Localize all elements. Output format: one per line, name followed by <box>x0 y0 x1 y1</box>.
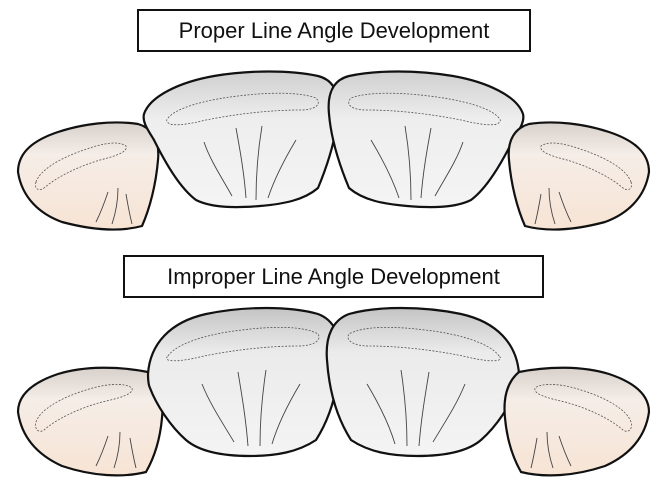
tooth-central-left <box>148 308 340 456</box>
proper-title: Proper Line Angle Development <box>179 20 490 42</box>
tooth-lateral-right <box>505 368 649 476</box>
tooth-lateral-right <box>509 122 649 229</box>
proper-title-box: Proper Line Angle Development <box>137 9 531 52</box>
tooth-central-right <box>329 72 524 208</box>
improper-title-box: Improper Line Angle Development <box>123 255 544 298</box>
tooth-central-right <box>327 308 519 456</box>
improper-title: Improper Line Angle Development <box>167 266 500 288</box>
tooth-central-left <box>144 72 339 208</box>
tooth-lateral-left <box>18 122 158 229</box>
proper-teeth-row <box>0 60 667 240</box>
improper-teeth-row <box>0 300 667 481</box>
tooth-lateral-left <box>18 368 162 476</box>
